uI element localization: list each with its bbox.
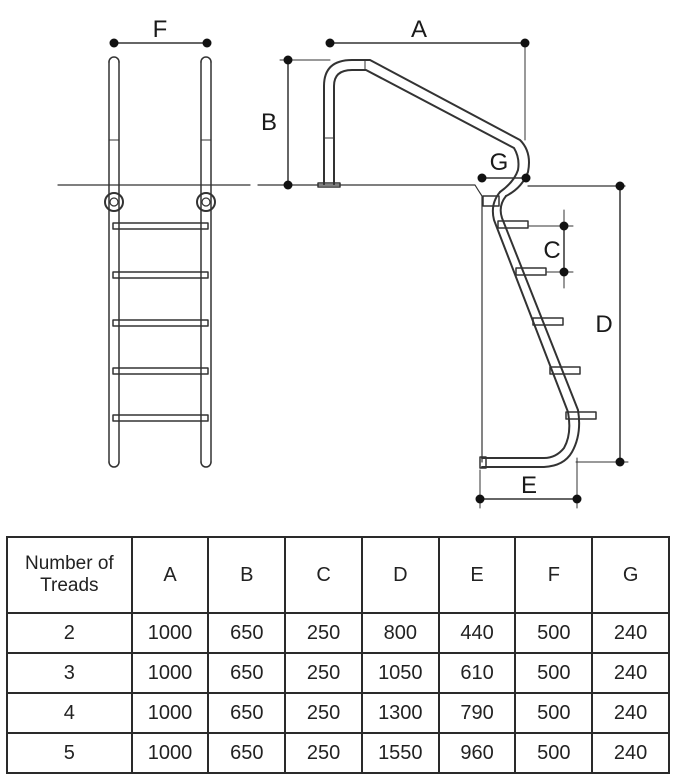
- cell-g: 240: [591, 692, 670, 734]
- cell-f: 500: [514, 692, 594, 734]
- dim-label-g: G: [490, 149, 509, 176]
- front-left-anchor: [104, 192, 124, 212]
- cell-e: 440: [437, 612, 517, 654]
- front-tread: [112, 367, 209, 375]
- handrail-outer: [323, 59, 530, 197]
- handrail-base-plate: [317, 182, 341, 188]
- side-tread: [515, 267, 547, 276]
- dim-label-a: A: [411, 16, 427, 43]
- handrail-inner: [333, 69, 520, 193]
- header-a: A: [130, 536, 210, 614]
- front-tread: [112, 414, 209, 422]
- cell-b: 650: [207, 732, 287, 774]
- side-tread: [497, 220, 529, 229]
- front-right-anchor: [196, 192, 216, 212]
- cell-b: 650: [207, 612, 287, 654]
- cell-d: 1050: [360, 652, 440, 694]
- front-tread: [112, 319, 209, 327]
- cell-f: 500: [514, 652, 594, 694]
- side-treads: [497, 220, 597, 420]
- front-treads: [112, 222, 209, 422]
- cell-d: 1550: [360, 732, 440, 774]
- dimensions-table: Number of Treads A B C D E F G 2 1000 65…: [6, 536, 670, 774]
- table-row: 2 1000 650 250 800 440 500 240: [6, 612, 670, 654]
- cell-c: 250: [284, 732, 363, 774]
- side-tread: [549, 366, 581, 375]
- cell-f: 500: [514, 732, 594, 774]
- cell-g: 240: [591, 652, 670, 694]
- table-row: 3 1000 650 250 1050 610 500 240: [6, 652, 670, 694]
- dim-label-e: E: [521, 472, 537, 499]
- cell-b: 650: [207, 692, 287, 734]
- dimension-dots: [109, 38, 625, 504]
- header-g: G: [591, 536, 670, 614]
- ladder-foot: [479, 456, 487, 469]
- dim-label-d: D: [595, 311, 612, 338]
- dim-label-c: C: [543, 237, 560, 264]
- front-left-rail-top: [108, 56, 120, 63]
- cell-c: 250: [284, 612, 363, 654]
- cell-a: 1000: [130, 612, 210, 654]
- front-view: [57, 42, 251, 468]
- cell-e: 790: [437, 692, 517, 734]
- header-d: D: [360, 536, 440, 614]
- cell-treads: 4: [6, 692, 133, 734]
- cell-a: 1000: [130, 732, 210, 774]
- table-row: 5 1000 650 250 1550 960 500 240: [6, 732, 670, 774]
- front-right-rail-bottom: [200, 461, 212, 468]
- cell-d: 800: [360, 612, 440, 654]
- cell-e: 610: [437, 652, 517, 694]
- table-header-row: Number of Treads A B C D E F G: [6, 536, 670, 614]
- table-row: 4 1000 650 250 1300 790 500 240: [6, 692, 670, 734]
- cell-g: 240: [591, 612, 670, 654]
- front-tread: [112, 271, 209, 279]
- ladder-rail-outer: [481, 195, 581, 468]
- pool-deck-edge: [257, 184, 483, 463]
- cell-treads: 5: [6, 732, 133, 774]
- header-number-of-treads: Number of Treads: [6, 536, 133, 614]
- cell-c: 250: [284, 692, 363, 734]
- side-tread: [532, 317, 564, 326]
- header-e: E: [437, 536, 517, 614]
- cell-treads: 2: [6, 612, 133, 654]
- front-right-rail-top: [200, 56, 212, 63]
- dim-label-b: B: [261, 109, 277, 136]
- cell-e: 960: [437, 732, 517, 774]
- ladder-dimension-diagram: F A B G C D E: [57, 16, 629, 509]
- cell-treads: 3: [6, 652, 133, 694]
- cell-f: 500: [514, 612, 594, 654]
- cell-a: 1000: [130, 652, 210, 694]
- cell-g: 240: [591, 732, 670, 774]
- header-b: B: [207, 536, 287, 614]
- wall-bracket: [482, 195, 500, 207]
- dim-label-f: F: [153, 16, 168, 43]
- ladder-rail-inner: [481, 191, 571, 459]
- side-tread: [565, 411, 597, 420]
- front-tread: [112, 222, 209, 230]
- cell-d: 1300: [360, 692, 440, 734]
- dimension-lines: [279, 42, 629, 509]
- cell-b: 650: [207, 652, 287, 694]
- cell-a: 1000: [130, 692, 210, 734]
- header-f: F: [514, 536, 594, 614]
- front-left-rail-bottom: [108, 461, 120, 468]
- side-view: [257, 42, 629, 509]
- cell-c: 250: [284, 652, 363, 694]
- header-c: C: [284, 536, 363, 614]
